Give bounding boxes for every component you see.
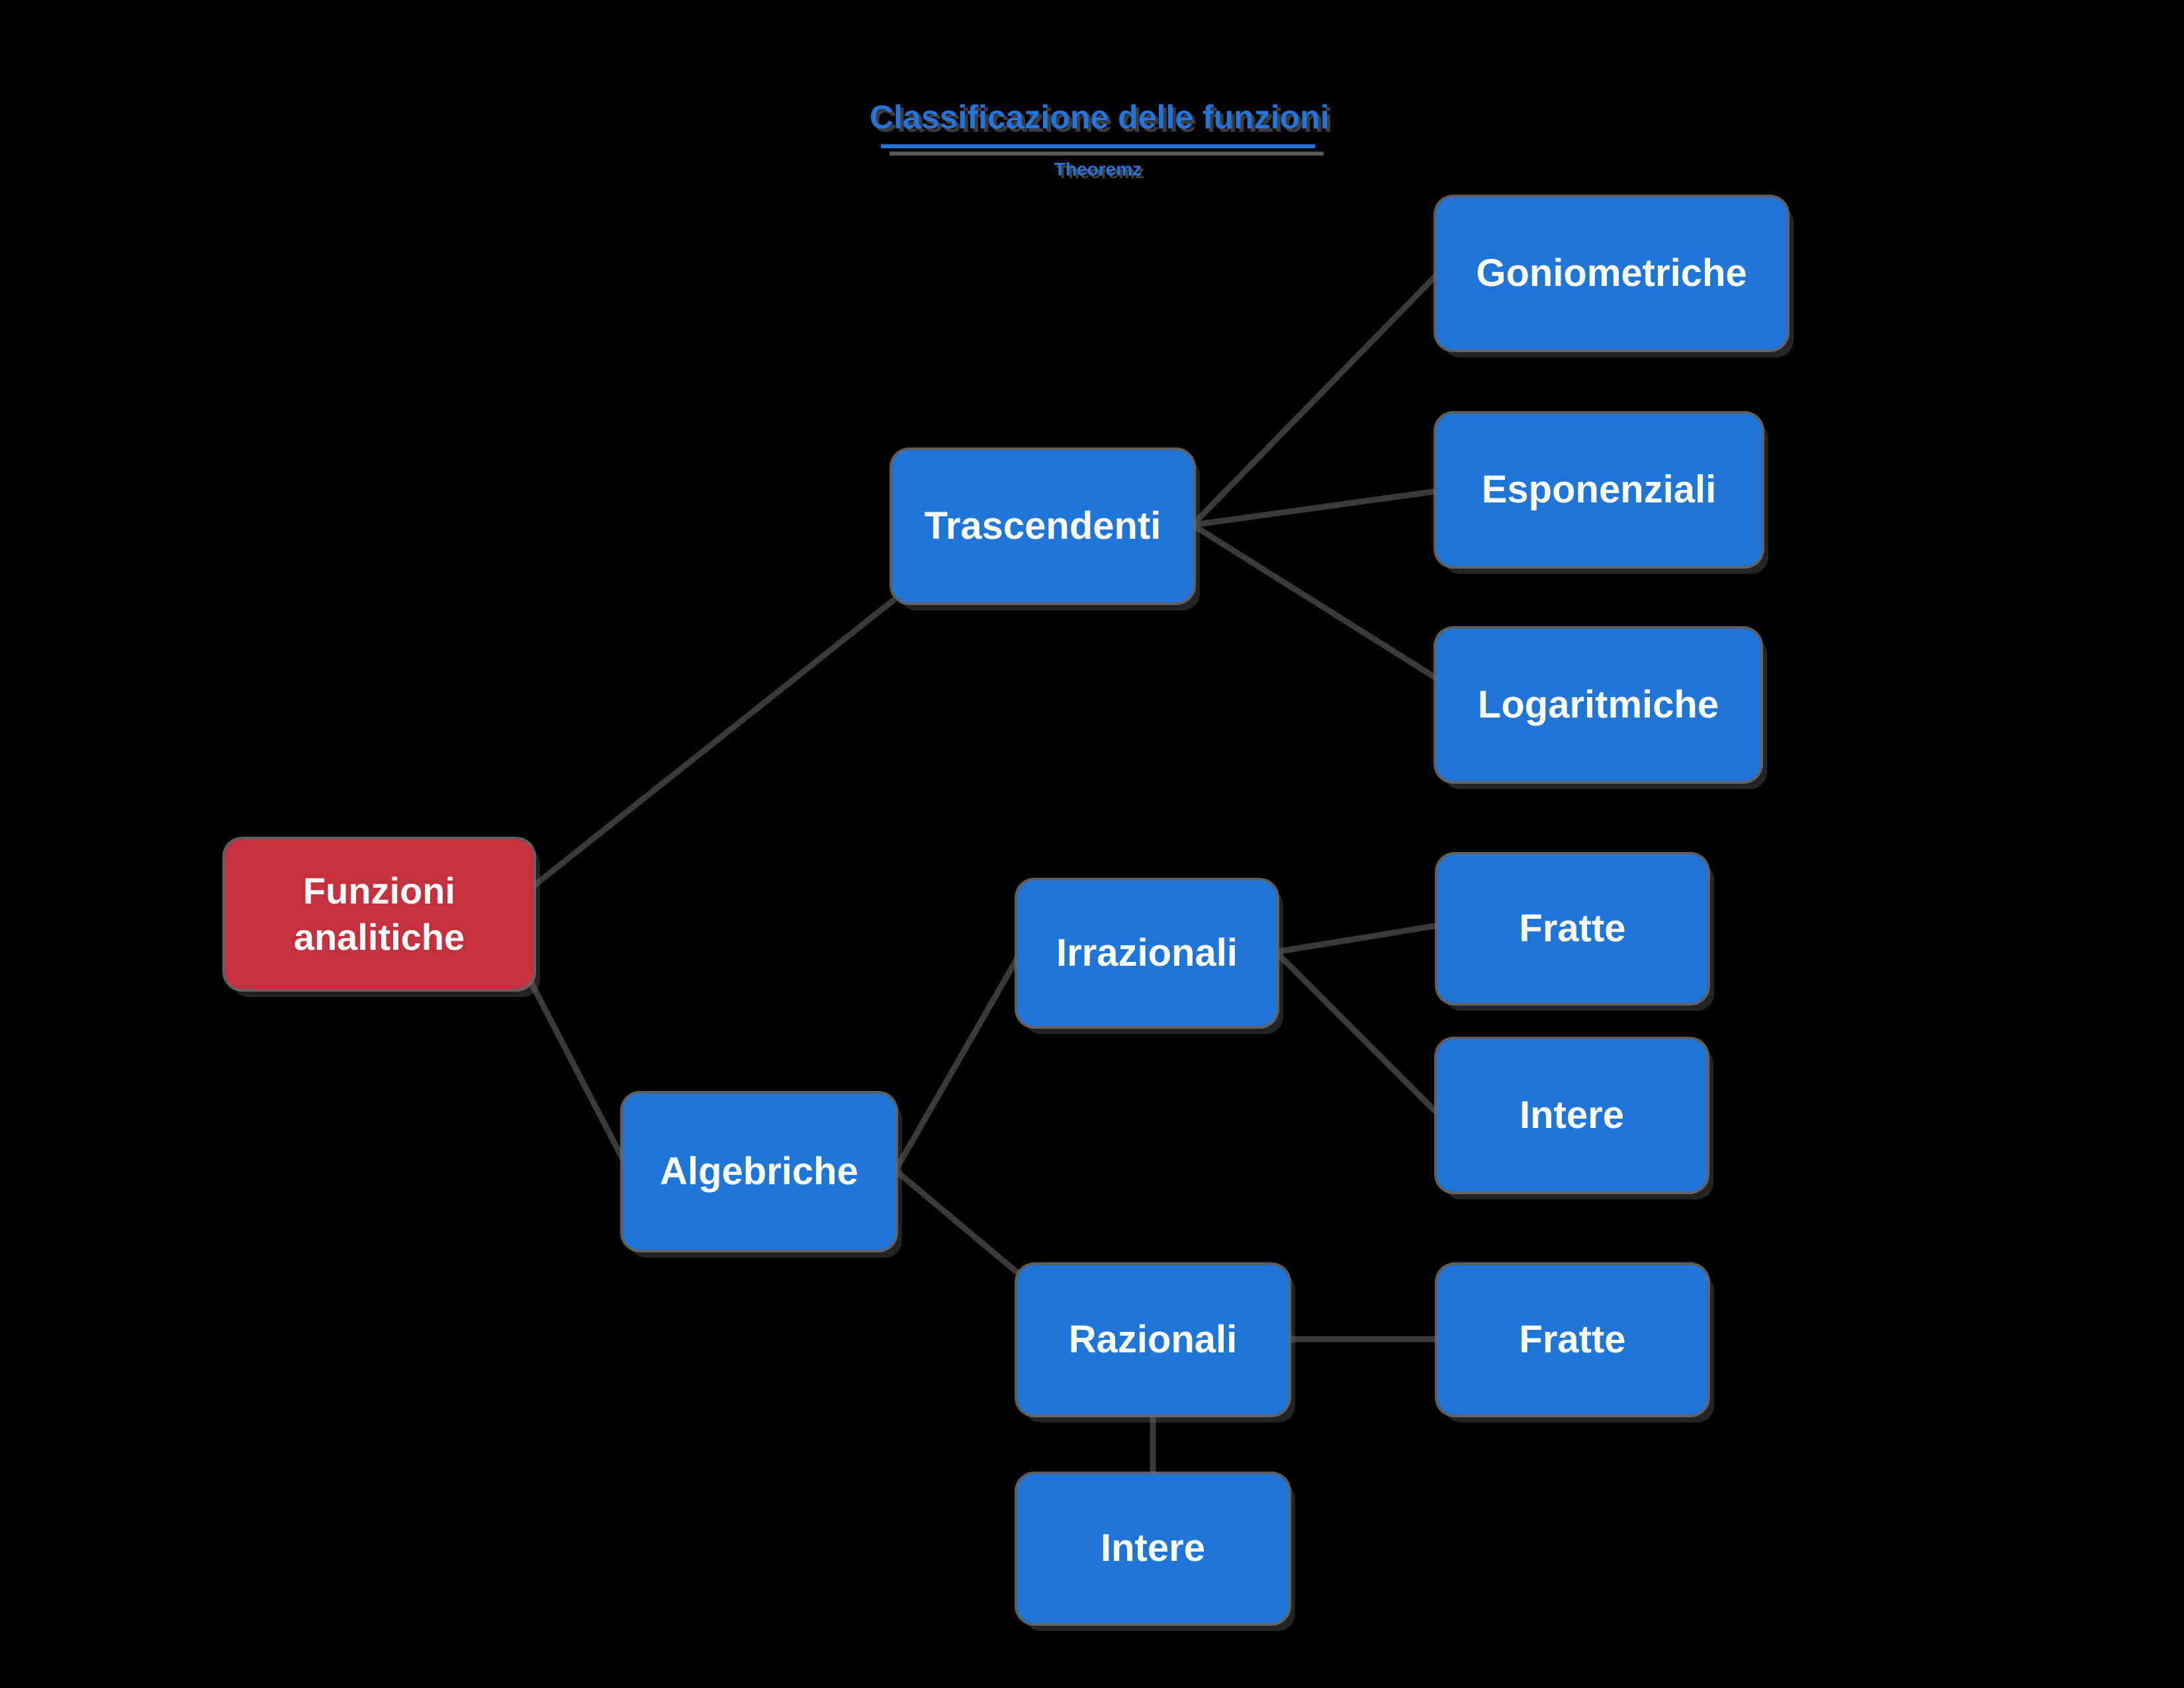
node-label: Logaritmiche	[1477, 682, 1719, 726]
diagram-title: Classificazione delle funzioni	[870, 99, 1330, 136]
node-label: Trascendenti	[924, 504, 1161, 547]
diagram-subtitle: Theoremz	[1054, 159, 1142, 179]
node-label: Funzioni analitiche	[293, 870, 465, 958]
edge-irrazionali-fratte	[1275, 922, 1439, 955]
node-label: Razionali	[1068, 1317, 1238, 1361]
node-label: Fratte	[1519, 906, 1626, 950]
edge-trascendenti-goniometriche	[1190, 272, 1439, 528]
node-label: Intere	[1101, 1526, 1205, 1570]
node-goniometriche: Goniometriche	[1436, 197, 1787, 350]
edge-funzioni-trascendenti	[494, 596, 897, 918]
node-label: Esponenziali	[1481, 467, 1717, 511]
node-label: Irrazionali	[1056, 931, 1238, 974]
title-block: Classificazione delle funzioni Theoremz	[870, 98, 1330, 180]
node-label: Intere	[1520, 1093, 1624, 1137]
node-fratte-irrazionali: Fratte	[1437, 855, 1707, 1003]
node-trascendenti: Trascendenti	[892, 450, 1193, 602]
node-algebriche: Algebriche	[623, 1094, 895, 1250]
node-fratte-razionali: Fratte	[1437, 1265, 1707, 1415]
node-intere-irrazionali: Intere	[1437, 1039, 1707, 1192]
edge-algebriche-irrazionali	[893, 955, 1021, 1172]
edge-trascendenti-logaritmiche	[1191, 522, 1439, 681]
edge-algebriche-razionali	[893, 1168, 1020, 1276]
node-label: Goniometriche	[1476, 251, 1747, 295]
edge-irrazionali-intere	[1273, 949, 1440, 1116]
node-label: Algebriche	[660, 1149, 858, 1193]
node-intere-razionali: Intere	[1017, 1474, 1289, 1623]
node-label: Fratte	[1519, 1317, 1626, 1361]
node-esponenziali: Esponenziali	[1436, 414, 1762, 566]
edge-trascendenti-esponenziali	[1192, 488, 1437, 528]
node-razionali: Razionali	[1017, 1265, 1289, 1415]
node-funzioni-analitiche: Funzioni analitiche	[225, 839, 533, 989]
node-irrazionali: Irrazionali	[1017, 880, 1277, 1026]
title-underline	[881, 144, 1315, 148]
node-logaritmiche: Logaritmiche	[1436, 629, 1760, 781]
